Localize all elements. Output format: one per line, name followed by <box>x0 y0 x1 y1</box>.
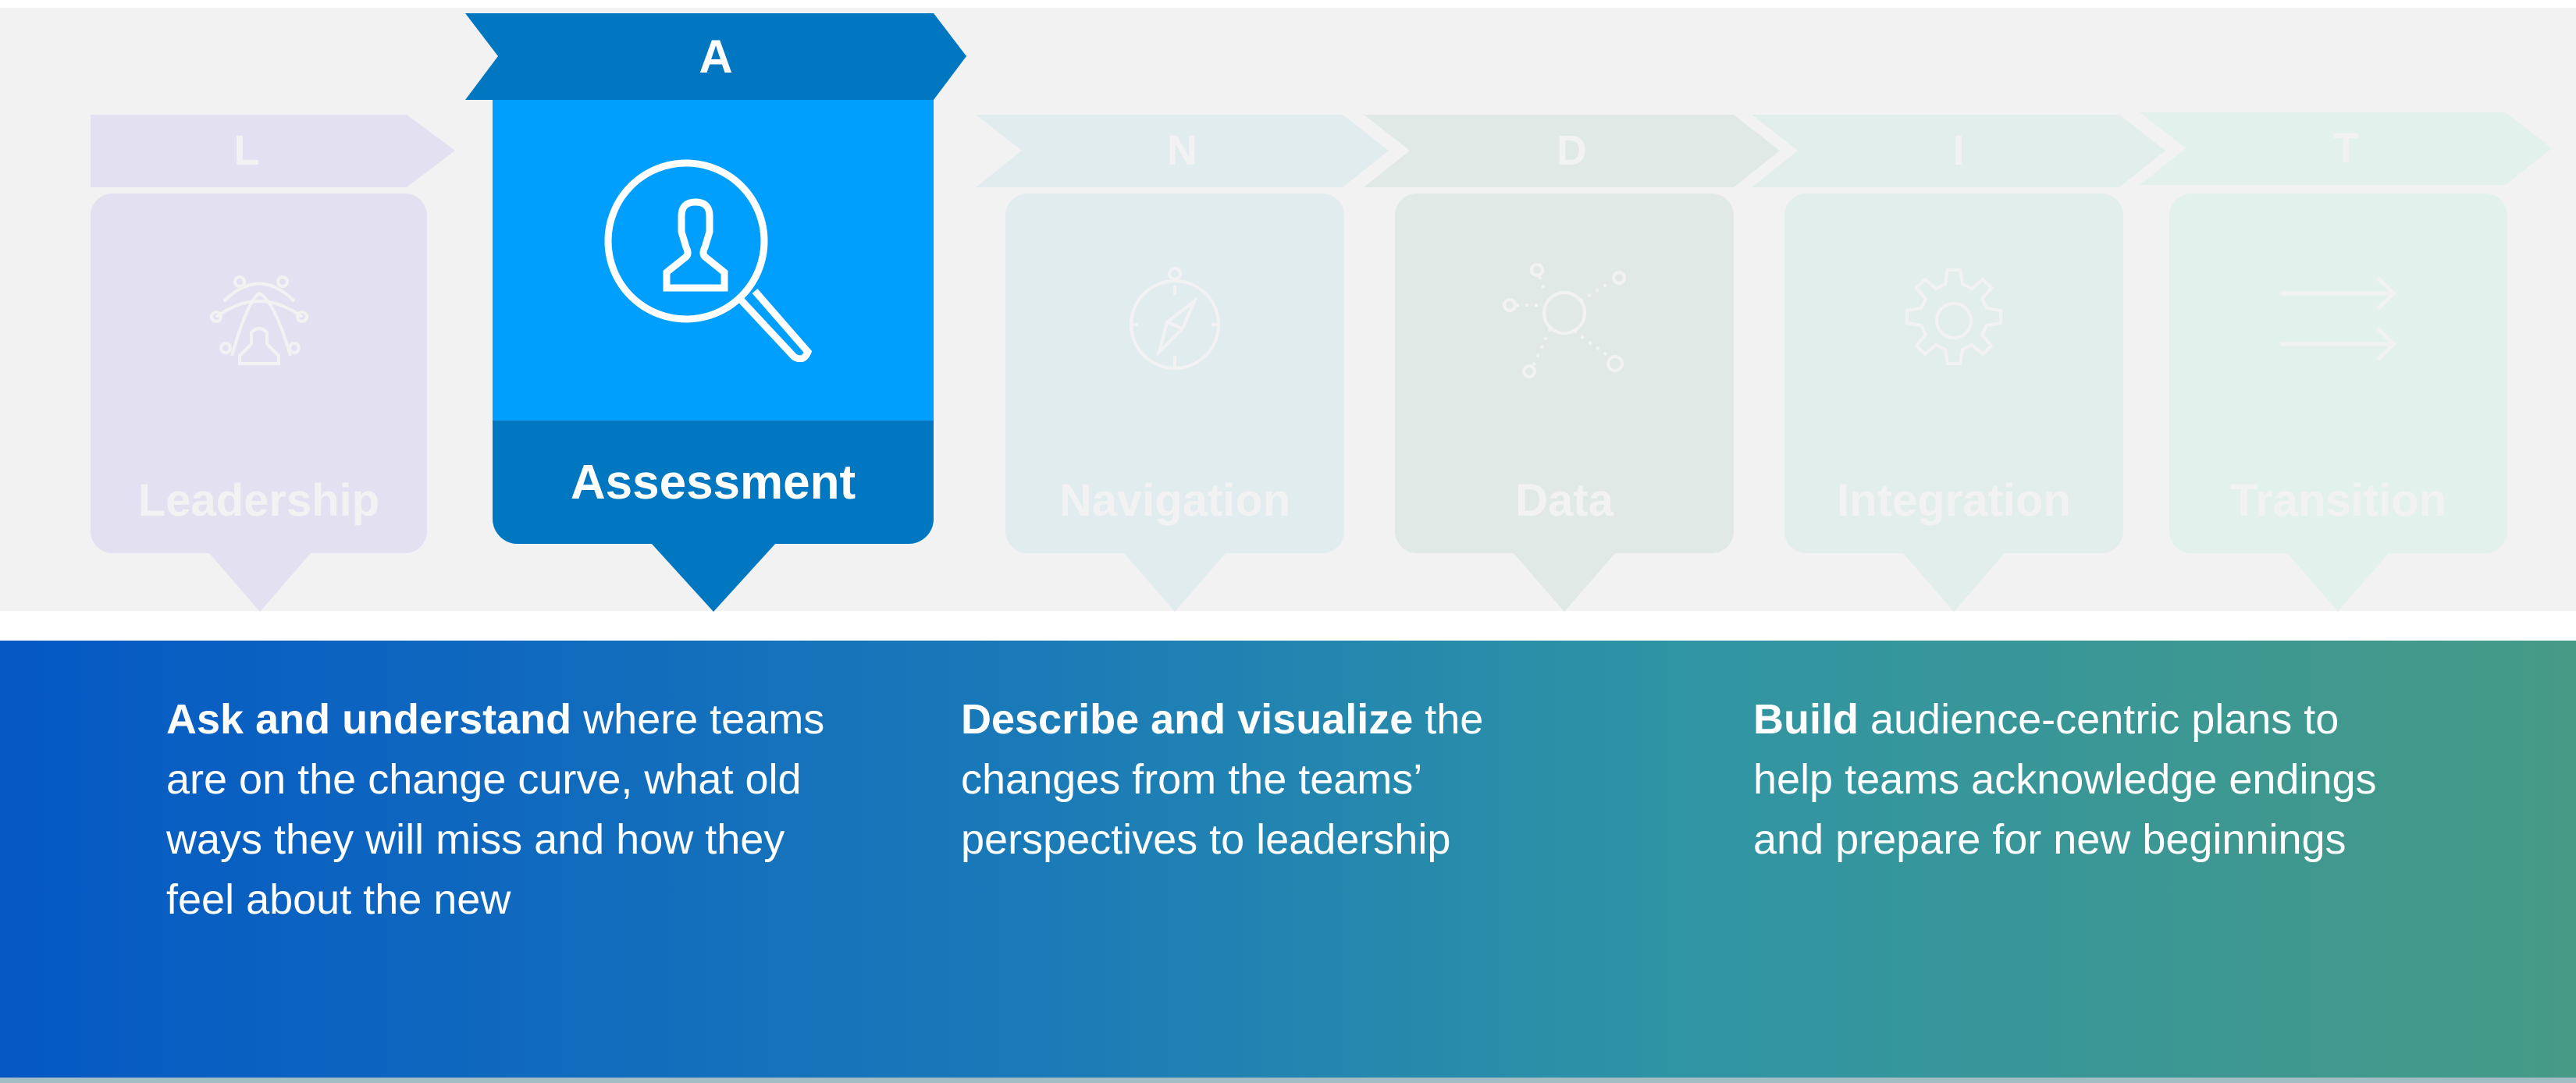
chevron-banner <box>2140 112 2552 185</box>
step-card: Transition <box>2169 194 2507 553</box>
leadership-network-icon <box>91 194 427 447</box>
step-label: Integration <box>1837 474 2071 526</box>
step-label: Transition <box>2229 474 2447 526</box>
description-text: the changes from the teams’ perspectives… <box>961 696 1484 863</box>
step-letter: A <box>699 30 733 83</box>
description-assessment: Ask and understand where teams are on th… <box>166 690 845 930</box>
description-bold: Describe and visualize <box>961 696 1414 743</box>
gear-icon <box>1784 194 2123 447</box>
pointer-arrow <box>651 543 776 612</box>
step-letter: T <box>2332 125 2359 172</box>
step-letter: L <box>233 127 260 174</box>
step-label: Navigation <box>1059 474 1291 526</box>
description-navigation-data: Describe and visualize the changes from … <box>961 690 1609 870</box>
step-card: Assessment <box>493 100 934 544</box>
step-letter: I <box>1952 127 1965 174</box>
pointer-arrow <box>1903 553 2005 612</box>
step-letter: N <box>1167 127 1197 174</box>
chevron-banner <box>91 115 455 187</box>
pointer-arrow <box>2287 553 2389 612</box>
compass-icon <box>1005 194 1344 447</box>
chevron-banner <box>465 13 966 100</box>
step-card: Leadership <box>91 194 427 553</box>
description-panel: Ask and understand where teams are on th… <box>0 641 2576 1078</box>
pointer-arrow <box>1124 553 1226 612</box>
description-text: where teams are on the change curve, wha… <box>166 696 825 923</box>
bottom-divider <box>0 1078 2576 1083</box>
step-label: Leadership <box>137 474 380 526</box>
step-card: Data <box>1395 194 1734 553</box>
chevron-banner <box>1364 115 1780 187</box>
description-bold: Ask and understand <box>166 696 572 743</box>
description-text: audience-centric plans to help teams ack… <box>1753 696 2377 863</box>
step-card: Integration <box>1784 194 2123 553</box>
arrows-right-icon <box>2169 194 2507 447</box>
description-bold: Build <box>1753 696 1859 743</box>
magnifier-person-icon <box>493 100 934 421</box>
step-label: Data <box>1515 474 1614 526</box>
step-letter: D <box>1557 127 1587 174</box>
pointer-arrow <box>1514 553 1615 612</box>
pointer-arrow <box>209 553 311 612</box>
chevron-banner <box>976 115 1389 187</box>
description-integration-transition: Build audience-centric plans to help tea… <box>1753 690 2425 870</box>
step-label: Assessment <box>570 455 856 510</box>
step-card: Navigation <box>1005 194 1344 553</box>
chevron-banner <box>1752 115 2165 187</box>
data-nodes-icon <box>1395 194 1734 447</box>
